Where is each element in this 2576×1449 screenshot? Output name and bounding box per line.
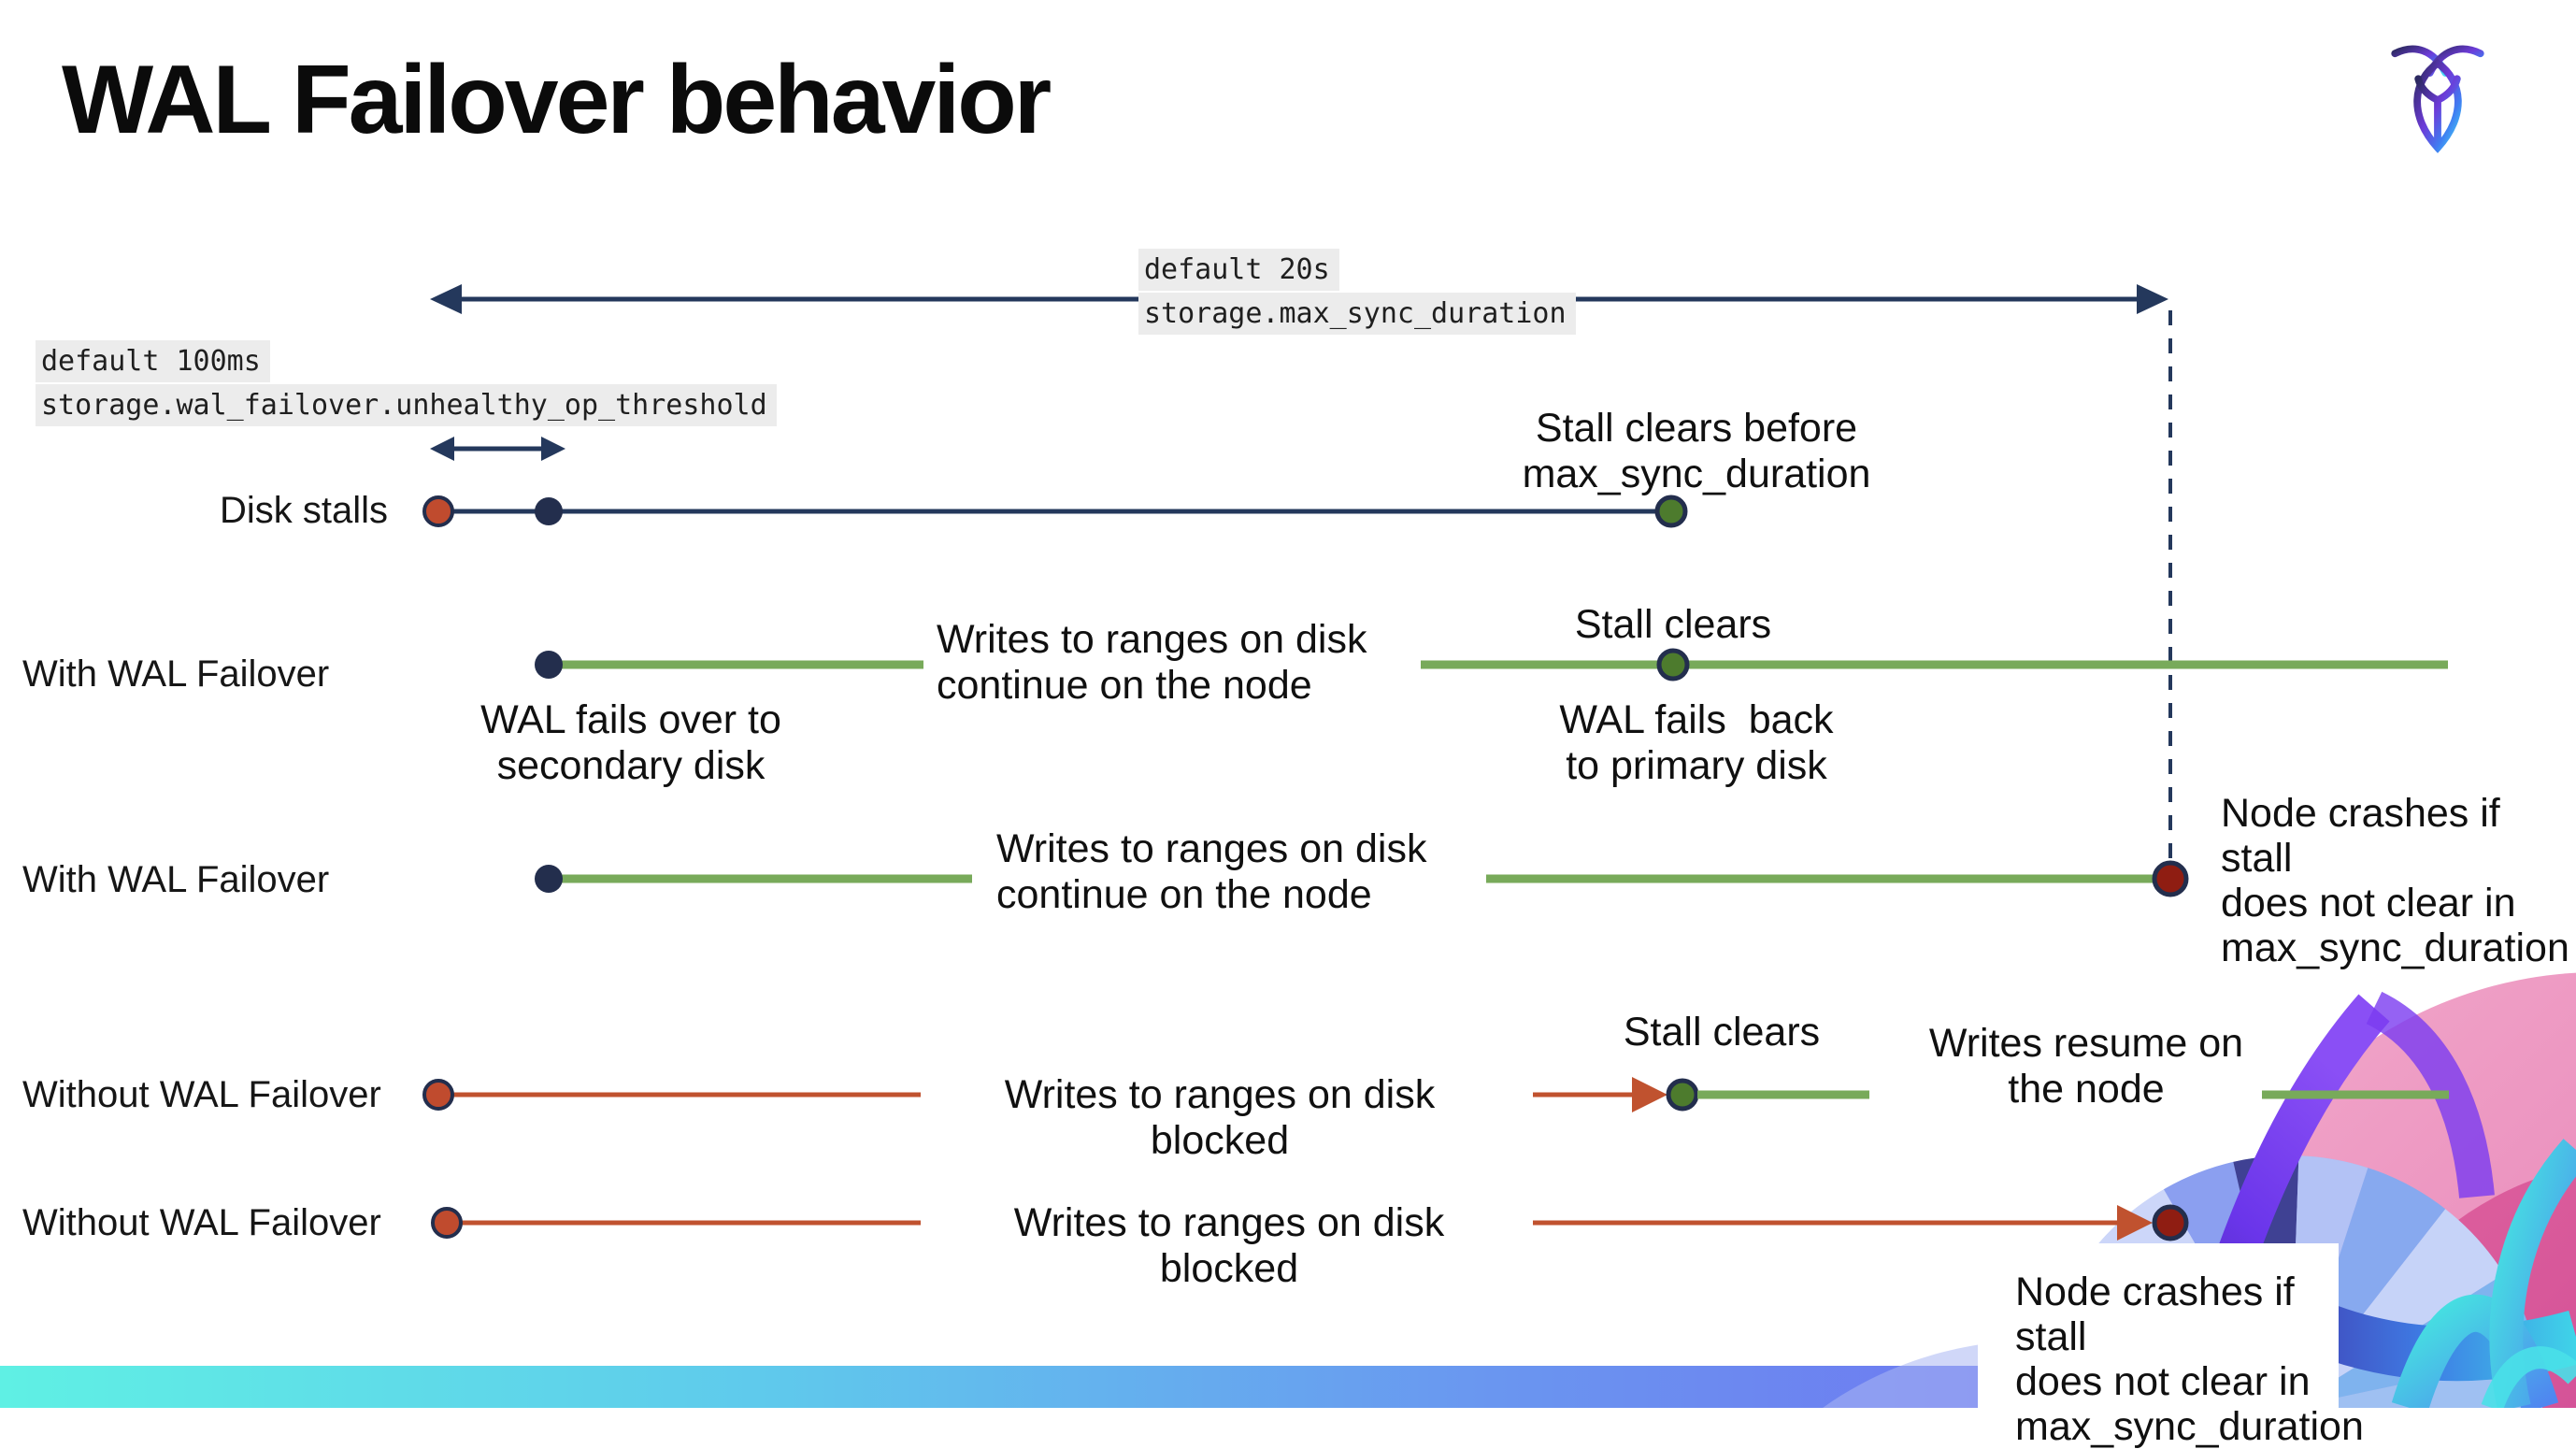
stall-clear-dot: [1654, 495, 1688, 528]
note-writes-resume: Writes resume on the node: [1928, 1021, 2244, 1112]
row-no-failover-clears-line: [422, 1077, 2449, 1112]
page-title: WAL Failover behavior: [62, 46, 1052, 154]
row-disk-stalls-line: [422, 495, 1688, 528]
note-writes-continue-1: Writes to ranges on disk continue on the…: [937, 617, 1367, 708]
row-label-without-wal-failover-2: Without WAL Failover: [22, 1202, 381, 1243]
row-label-disk-stalls: Disk stalls: [219, 490, 388, 531]
stall-start-dot: [431, 1207, 463, 1239]
threshold-dot: [535, 497, 563, 525]
timeline-diagram: [422, 284, 2449, 1241]
row-label-with-wal-failover-1: With WAL Failover: [22, 653, 330, 695]
note-wal-fails-over: WAL fails over to secondary disk: [480, 697, 781, 788]
failover-dot: [535, 865, 563, 893]
row-failover-crash-line: [535, 860, 2189, 897]
failover-dot: [535, 651, 563, 679]
logo-stem: [2414, 75, 2461, 151]
row-no-failover-crash-line: [431, 1204, 2189, 1241]
setting-name: storage.max_sync_duration: [1138, 293, 1576, 335]
note-writes-continue-2: Writes to ranges on disk continue on the…: [996, 826, 1427, 917]
stall-clear-dot: [1656, 648, 1690, 681]
blocked-arrowhead: [1632, 1077, 1667, 1112]
note-writes-blocked-1: Writes to ranges on disk blocked: [1004, 1072, 1458, 1163]
note-node-crashes-1: Node crashes if stall does not clear in …: [2221, 791, 2569, 970]
setting-default-value: default 100ms: [36, 340, 270, 382]
stall-clear-dot: [1666, 1078, 1699, 1112]
note-stall-clears-before: Stall clears before max_sync_duration: [1522, 406, 1871, 496]
note-stall-clears-1: Stall clears: [1574, 602, 1772, 647]
stall-start-dot: [422, 1079, 454, 1111]
note-wal-fails-back: WAL fails back to primary disk: [1559, 697, 1834, 788]
setting-name: storage.wal_failover.unhealthy_op_thresh…: [36, 384, 777, 426]
note-writes-blocked-2: Writes to ranges on disk blocked: [1013, 1200, 1467, 1291]
unhealthy-op-threshold-arrow: [430, 437, 565, 461]
note-node-crashes-2: Node crashes if stall does not clear in …: [2015, 1270, 2364, 1449]
unhealthy-op-threshold-setting: default 100ms storage.wal_failover.unhea…: [36, 340, 777, 428]
crash-dot: [2152, 1204, 2189, 1241]
row-label-with-wal-failover-2: With WAL Failover: [22, 859, 330, 900]
crash-dot: [2152, 860, 2189, 897]
setting-default-value: default 20s: [1138, 249, 1339, 291]
blocked-arrowhead: [2117, 1205, 2153, 1241]
stall-start-dot: [422, 495, 454, 527]
row-label-without-wal-failover-1: Without WAL Failover: [22, 1074, 381, 1115]
cockroachdb-logo-icon: [2391, 45, 2484, 153]
row-failover-clears-line: [535, 648, 2448, 681]
note-stall-clears-2: Stall clears: [1623, 1010, 1821, 1054]
crash-callout-box: Node crashes if stall does not clear in …: [1978, 1243, 2364, 1449]
max-sync-duration-setting: default 20s storage.max_sync_duration: [1138, 249, 1576, 337]
